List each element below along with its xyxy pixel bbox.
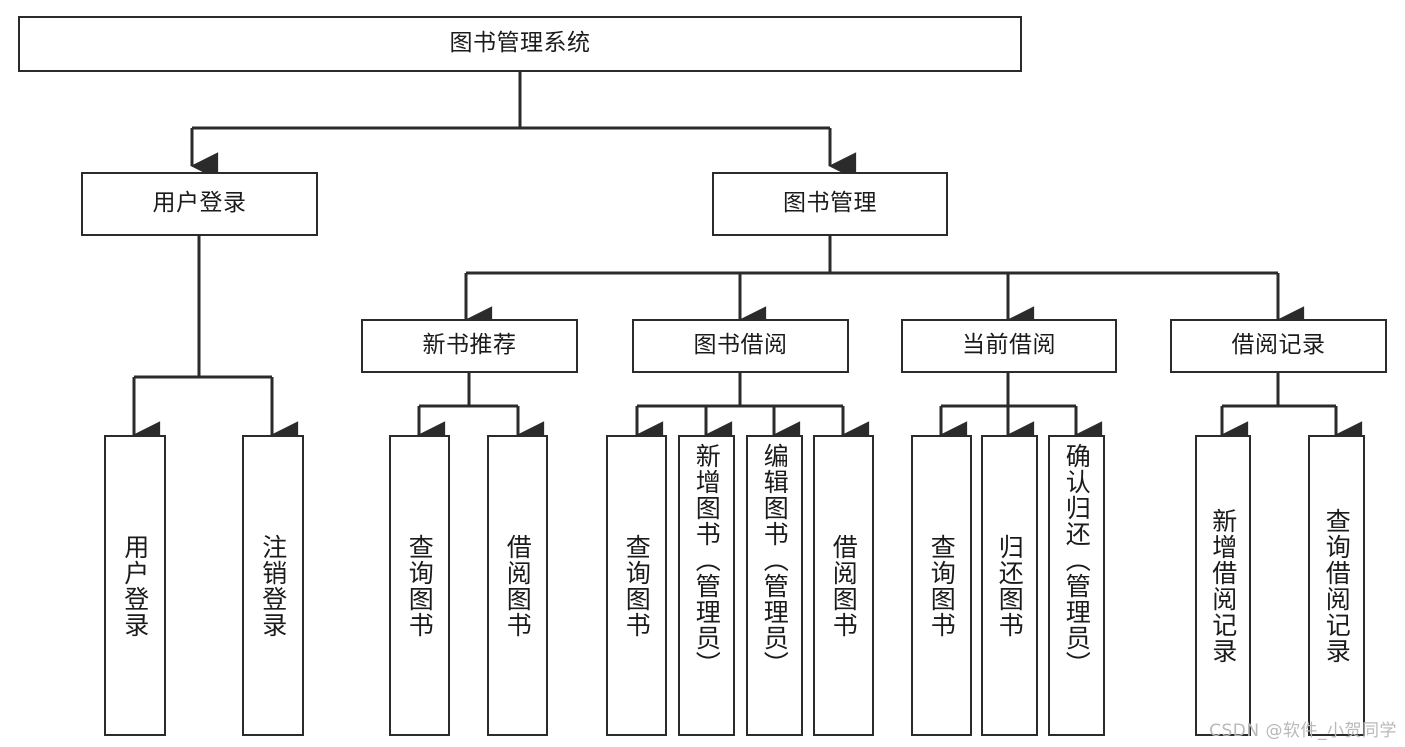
leaf-return-book-label: 归还图书	[995, 533, 1025, 638]
node-current-borrow-label: 当前借阅	[962, 332, 1056, 359]
leaf-return-book[interactable]: 归还图书	[981, 435, 1038, 736]
leaf-query-book-3[interactable]: 查询图书	[911, 435, 972, 736]
leaf-query-book-1-label: 查询图书	[405, 533, 435, 638]
node-new-book-rec[interactable]: 新书推荐	[361, 319, 578, 373]
node-book-borrow-label: 图书借阅	[693, 332, 788, 359]
leaf-confirm-return[interactable]: 确认归还（管理员）	[1048, 435, 1105, 736]
leaf-logout-label: 注销登录	[258, 533, 288, 638]
node-borrow-record-label: 借阅记录	[1231, 332, 1326, 359]
leaf-user-login-label: 用户登录	[120, 533, 150, 638]
node-book-borrow[interactable]: 图书借阅	[632, 319, 849, 373]
node-book-manage[interactable]: 图书管理	[712, 172, 948, 236]
leaf-query-book-1[interactable]: 查询图书	[389, 435, 450, 736]
leaf-borrow-book-2[interactable]: 借阅图书	[813, 435, 874, 736]
node-borrow-record[interactable]: 借阅记录	[1170, 319, 1387, 373]
node-root[interactable]: 图书管理系统	[18, 16, 1022, 72]
leaf-edit-book[interactable]: 编辑图书（管理员）	[746, 435, 803, 736]
leaf-borrow-book-2-label: 借阅图书	[829, 533, 859, 638]
leaf-add-record-label: 新增借阅记录	[1208, 507, 1238, 664]
node-user-login-label: 用户登录	[152, 190, 247, 217]
node-root-label: 图书管理系统	[449, 30, 591, 57]
node-new-book-rec-label: 新书推荐	[422, 332, 517, 359]
node-user-login[interactable]: 用户登录	[81, 172, 318, 236]
leaf-add-book[interactable]: 新增图书（管理员）	[678, 435, 735, 736]
leaf-query-book-2[interactable]: 查询图书	[606, 435, 667, 736]
leaf-add-record[interactable]: 新增借阅记录	[1195, 435, 1251, 736]
leaf-user-login[interactable]: 用户登录	[104, 435, 166, 736]
leaf-query-record[interactable]: 查询借阅记录	[1308, 435, 1365, 736]
leaf-query-book-3-label: 查询图书	[927, 533, 957, 638]
node-current-borrow[interactable]: 当前借阅	[901, 319, 1117, 373]
leaf-query-record-label: 查询借阅记录	[1322, 507, 1352, 664]
leaf-borrow-book-1-label: 借阅图书	[503, 533, 533, 638]
leaf-edit-book-label: 编辑图书（管理员）	[760, 443, 790, 677]
leaf-logout[interactable]: 注销登录	[242, 435, 304, 736]
leaf-add-book-label: 新增图书（管理员）	[692, 443, 722, 677]
leaf-confirm-return-label: 确认归还（管理员）	[1062, 443, 1092, 677]
node-book-manage-label: 图书管理	[783, 190, 877, 217]
leaf-query-book-2-label: 查询图书	[622, 533, 652, 638]
leaf-borrow-book-1[interactable]: 借阅图书	[487, 435, 548, 736]
